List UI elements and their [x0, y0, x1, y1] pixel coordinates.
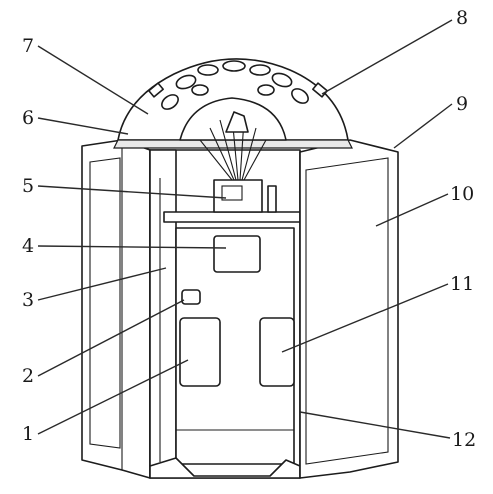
dome-nozzles: [148, 60, 328, 110]
label-11: 11: [450, 273, 474, 295]
label-9: 9: [456, 93, 468, 115]
dome: [113, 58, 353, 149]
label-4: 4: [22, 235, 34, 257]
right-door: [299, 139, 399, 479]
interior-panels: [179, 235, 295, 387]
label-10: 10: [450, 183, 474, 205]
tube-bundle: [199, 111, 267, 181]
label-6: 6: [22, 107, 34, 129]
label-12: 12: [452, 429, 476, 451]
leader-lines: [37, 19, 453, 439]
control-box: [213, 179, 277, 213]
label-5: 5: [22, 175, 34, 197]
label-1: 1: [22, 423, 34, 445]
label-7: 7: [22, 35, 34, 57]
label-8: 8: [456, 7, 468, 29]
label-2: 2: [22, 365, 34, 387]
label-3: 3: [22, 289, 34, 311]
part-labels: 1 2 3 4 5 6 7 8 9 10 11 12: [22, 7, 476, 451]
